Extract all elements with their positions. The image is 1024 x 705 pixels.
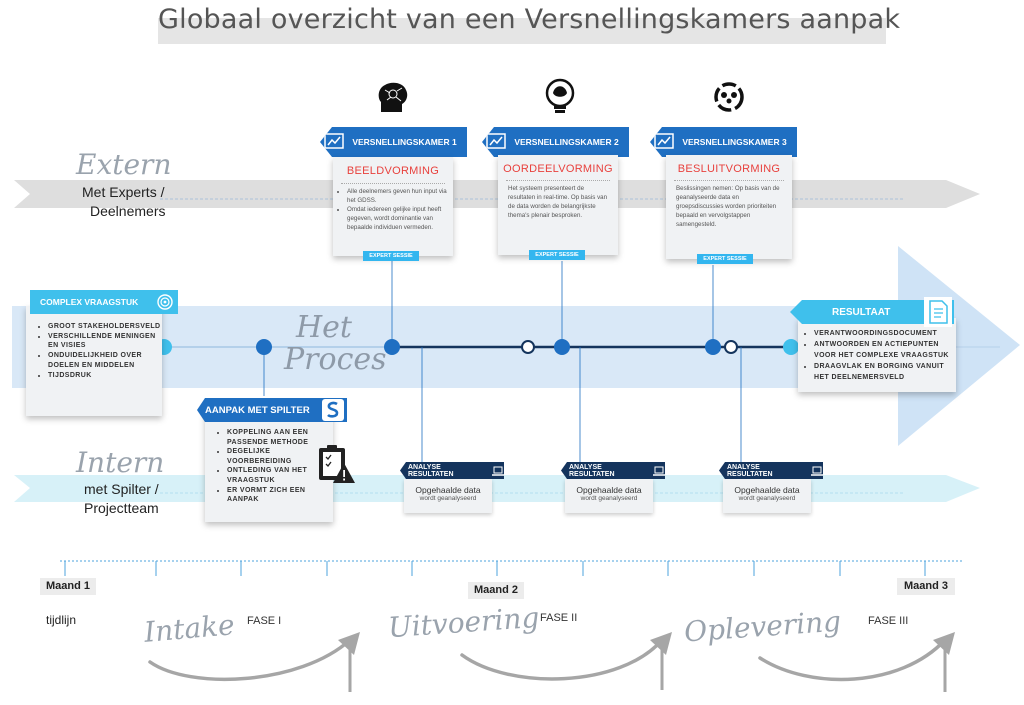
complex-card: GROOT STAKEHOLDERSVELD VERSCHILLENDE MEN… bbox=[26, 306, 162, 416]
spilter-logo-icon bbox=[322, 399, 344, 421]
vk1-header: VERSNELLINGSKAMER 1 bbox=[320, 127, 467, 157]
month-3-label: Maand 3 bbox=[897, 578, 955, 595]
analyse-3-line2: wordt geanalyseerd bbox=[738, 495, 796, 502]
month-2-label: Maand 2 bbox=[468, 582, 524, 599]
brain-icon bbox=[378, 82, 408, 112]
analyse-2-line1: Opgehaalde data bbox=[576, 485, 642, 495]
phase-1-label: FASE I bbox=[247, 615, 282, 627]
fingerprint-icon bbox=[157, 294, 173, 310]
analyse-card-1: ANALYSE RESULTATEN Opgehaalde data wordt… bbox=[400, 462, 504, 513]
resultaat-bullets: VERANTWOORDINGSDOCUMENT ANTWOORDEN EN AC… bbox=[798, 328, 956, 383]
process-big-arrow bbox=[898, 246, 1020, 446]
chart-icon bbox=[654, 133, 674, 149]
page-title: Globaal overzicht van een Versnellingska… bbox=[158, 4, 901, 35]
chart-icon bbox=[486, 133, 506, 149]
proces-script-1: Het bbox=[296, 310, 352, 345]
vk2-card: OORDEELVORMING Het systeem presenteert d… bbox=[498, 155, 618, 255]
analyse-3-line1: Opgehaalde data bbox=[734, 485, 800, 495]
node-end bbox=[783, 339, 799, 355]
vk1-expert-pill: EXPERT SESSIE bbox=[363, 251, 419, 261]
vk1-subtitle: BEELDVORMING bbox=[346, 165, 440, 177]
vk3-header: VERSNELLINGSKAMER 3 bbox=[650, 127, 797, 157]
intern-label: met Spilter / Projectteam bbox=[84, 481, 159, 516]
aanpak-bullets: KOPPELING AAN EEN PASSENDE METHODE DEGEL… bbox=[205, 428, 333, 505]
cycle-icon bbox=[714, 82, 744, 112]
node-vk2 bbox=[554, 339, 570, 355]
versnellingskamer-2: VERSNELLINGSKAMER 2 bbox=[482, 127, 629, 157]
complex-header: COMPLEX VRAAGSTUK bbox=[30, 290, 178, 314]
title-underline bbox=[158, 18, 886, 44]
analyse-2-header: ANALYSE RESULTATEN bbox=[561, 462, 665, 479]
timeline-label: tijdlijn bbox=[46, 613, 77, 627]
extern-script: Extern bbox=[76, 148, 172, 181]
phase-arrow-1 bbox=[148, 638, 352, 681]
complex-bullets: GROOT STAKEHOLDERSVELD VERSCHILLENDE MEN… bbox=[26, 322, 162, 380]
vk2-text: Het systeem presenteert de resultaten in… bbox=[508, 185, 608, 219]
phase-arrow-3 bbox=[758, 638, 947, 682]
versnellingskamer-1: VERSNELLINGSKAMER 1 bbox=[320, 127, 467, 157]
versnellingskamer-3: VERSNELLINGSKAMER 3 bbox=[650, 127, 797, 157]
analyse-card-2: ANALYSE RESULTATEN Opgehaalde data wordt… bbox=[561, 462, 665, 513]
phase-2-label: FASE II bbox=[540, 612, 578, 624]
chart-icon bbox=[324, 133, 344, 149]
phase-3-label: FASE III bbox=[868, 615, 909, 627]
node-analyse-3 bbox=[724, 340, 738, 354]
clipboard-warning-icon bbox=[319, 445, 355, 483]
vk2-header: VERSNELLINGSKAMER 2 bbox=[482, 127, 629, 157]
analyse-1-header: ANALYSE RESULTATEN bbox=[400, 462, 504, 479]
laptop-icon bbox=[653, 466, 665, 476]
document-icon bbox=[924, 297, 952, 327]
analyse-3-header: ANALYSE RESULTATEN bbox=[719, 462, 823, 479]
analyse-2-line2: wordt geanalyseerd bbox=[580, 495, 638, 502]
laptop-icon bbox=[811, 466, 823, 476]
phase-arrow-2 bbox=[460, 638, 664, 681]
vk3-card: BESLUITVORMING Beslissingen nemen: Op ba… bbox=[666, 155, 792, 259]
analyse-card-3: ANALYSE RESULTATEN Opgehaalde data wordt… bbox=[719, 462, 823, 513]
resultaat-card: VERANTWOORDINGSDOCUMENT ANTWOORDEN EN AC… bbox=[798, 318, 956, 392]
vk1-text-1: Alle deelnemers geven hun input via het … bbox=[347, 187, 453, 205]
proces-script-2: Proces bbox=[284, 342, 387, 377]
extern-label: Met Experts / Deelnemers bbox=[82, 184, 166, 219]
node-vk1 bbox=[384, 339, 400, 355]
vk1-card: BEELDVORMING Alle deelnemers geven hun i… bbox=[333, 157, 453, 256]
vk2-subtitle: OORDEELVORMING bbox=[503, 163, 613, 175]
lightbulb-icon bbox=[545, 78, 575, 113]
node-analyse-1 bbox=[521, 340, 535, 354]
vk3-subtitle: BESLUITVORMING bbox=[677, 163, 781, 175]
month-1-label: Maand 1 bbox=[40, 578, 96, 595]
vk3-expert-pill: EXPERT SESSIE bbox=[697, 254, 753, 264]
vk2-expert-pill: EXPERT SESSIE bbox=[529, 250, 585, 260]
laptop-icon bbox=[492, 466, 504, 476]
node-vk3 bbox=[705, 339, 721, 355]
vk1-text-2: Omdat iedereen gelijke input heeft gegev… bbox=[347, 205, 453, 232]
analyse-1-line1: Opgehaalde data bbox=[415, 485, 481, 495]
intern-script: Intern bbox=[76, 446, 165, 479]
analyse-1-line2: wordt geanalyseerd bbox=[419, 495, 477, 502]
vk3-text: Beslissingen nemen: Op basis van de gean… bbox=[676, 185, 780, 228]
node-aanpak bbox=[256, 339, 272, 355]
aanpak-card: KOPPELING AAN EEN PASSENDE METHODE DEGEL… bbox=[205, 410, 333, 522]
